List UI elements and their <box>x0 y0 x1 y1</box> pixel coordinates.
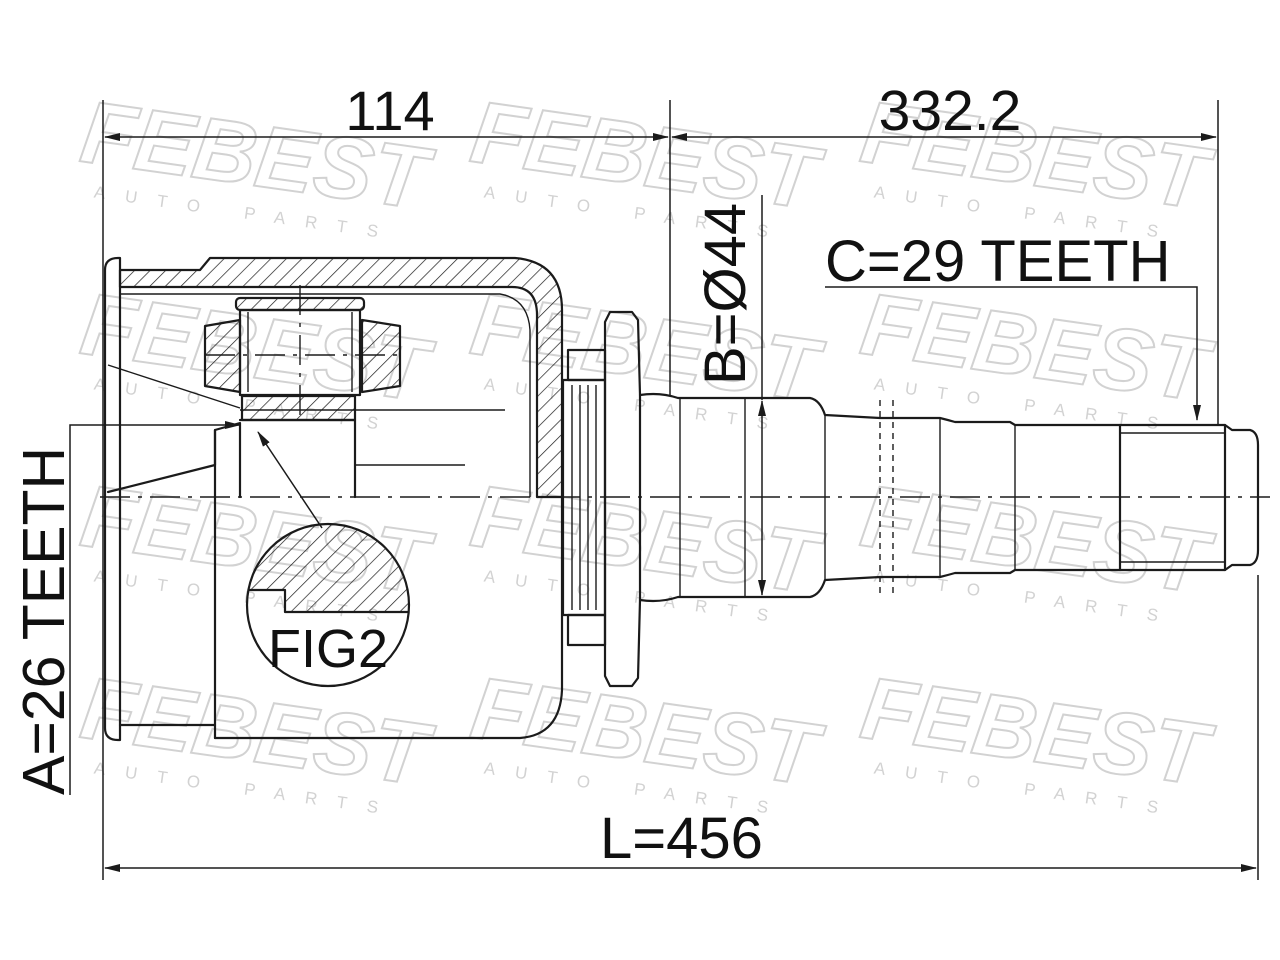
tripod-base-outline <box>238 418 357 499</box>
fig2-detail: FIG2 <box>245 431 411 688</box>
housing-lower-outline <box>118 495 564 740</box>
housing-left-lip <box>103 256 122 742</box>
fig2-label: FIG2 <box>268 619 388 679</box>
shaft-assembly <box>561 310 1260 688</box>
outer-housing <box>103 256 564 742</box>
housing-inner-surface <box>120 293 531 497</box>
roller-left <box>203 318 242 394</box>
dimensions: 114 332.2 L=456 B=Ø44 C=29 TEETH A=26 TE… <box>11 79 1259 880</box>
dimension-shaft-length: 332.2 <box>879 79 1022 143</box>
shaft-outline <box>638 392 1260 603</box>
tripod-spider <box>240 394 357 422</box>
label-outer-spline: C=29 TEETH <box>825 229 1170 294</box>
leader-outer-spline <box>825 286 1201 421</box>
label-inner-spline: A=26 TEETH <box>11 447 77 795</box>
housing-wall-section <box>118 256 564 499</box>
dimension-housing-length: 114 <box>345 79 434 142</box>
fig2-circle <box>245 522 411 688</box>
roller-right <box>360 318 402 394</box>
leader-inner-spline <box>69 421 241 795</box>
fig2-leader <box>257 431 323 529</box>
tripod-roller <box>203 285 402 422</box>
dimension-shaft-diameter: B=Ø44 <box>693 203 758 385</box>
boot-line <box>107 364 241 409</box>
neck-collar-bottom <box>566 613 607 647</box>
dimension-total-length: L=456 <box>600 806 763 871</box>
spline-socket-outline <box>106 421 242 499</box>
